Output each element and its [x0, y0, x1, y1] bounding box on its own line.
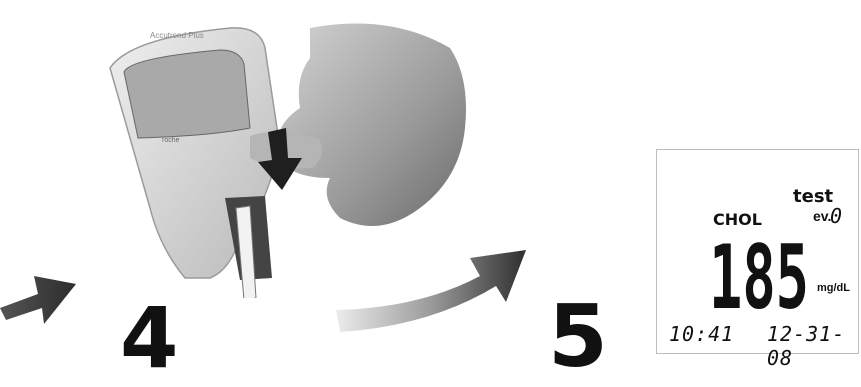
- ev-digit: 0: [830, 204, 842, 228]
- time-readout: 10:41: [669, 322, 734, 346]
- straight-arrow-icon: [0, 262, 82, 332]
- step-5-number: 5: [548, 294, 608, 380]
- svg-text:185: 185: [709, 234, 809, 314]
- unit-label: mg/dL: [817, 282, 850, 294]
- curved-arrow-icon: [330, 238, 540, 338]
- svg-text:roche: roche: [162, 137, 180, 144]
- reading-value: 185: [709, 234, 809, 314]
- date-readout: 12-31-08: [767, 322, 858, 370]
- status-label: test: [793, 186, 833, 207]
- lcd-display: test ev. 0 CHOL 185 mg/dL 10:41 12-31-08: [656, 149, 859, 354]
- ev-label: ev.: [813, 208, 831, 224]
- analyte-label: CHOL: [713, 210, 762, 229]
- meter-brand: Accutrend Plus: [150, 31, 204, 40]
- step-4-number: 4: [120, 296, 178, 380]
